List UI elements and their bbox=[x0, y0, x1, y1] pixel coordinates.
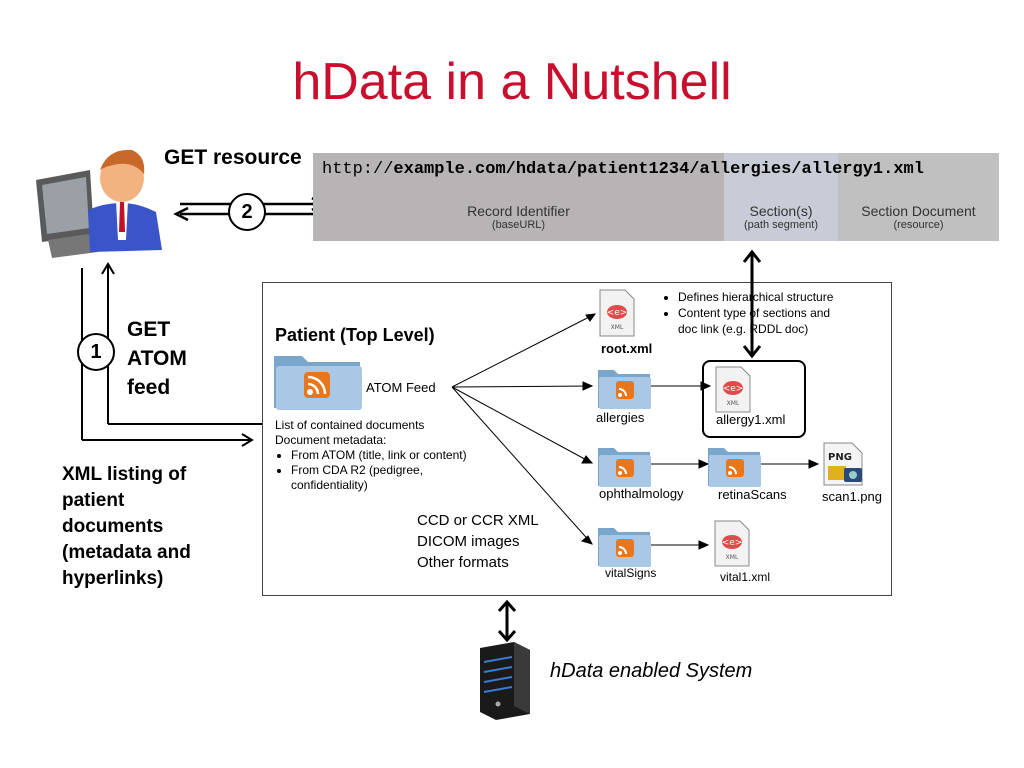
contained-bullet-2: From CDA R2 (pedigree, bbox=[291, 463, 467, 478]
format-2: DICOM images bbox=[417, 533, 520, 550]
xml-file-icon: <e> XML bbox=[715, 366, 751, 413]
svg-text:<e>: <e> bbox=[723, 384, 744, 394]
hdata-structure-panel bbox=[262, 282, 892, 596]
svg-text:<e>: <e> bbox=[607, 308, 628, 318]
folder-rss-icon bbox=[708, 448, 761, 487]
root-xml-label: root.xml bbox=[601, 341, 653, 356]
get-atom-line-3: feed bbox=[127, 376, 171, 399]
contained-bullet-1: From ATOM (title, link or content) bbox=[291, 448, 467, 463]
get-atom-line-2: ATOM bbox=[127, 347, 187, 370]
contained-line-2: Document metadata: bbox=[275, 433, 387, 447]
root-bullet-3: doc link (e.g. RDDL doc) bbox=[678, 322, 809, 336]
scan1-png-label: scan1.png bbox=[822, 489, 882, 504]
folder-rss-icon bbox=[598, 370, 651, 409]
record-identifier-caption: Record Identifier (baseURL) bbox=[313, 203, 724, 231]
section-mapping-arrow bbox=[742, 249, 762, 359]
svg-text:XML: XML bbox=[726, 554, 739, 561]
server-icon bbox=[480, 642, 530, 720]
allergies-label: allergies bbox=[596, 410, 645, 425]
folder-rss-icon bbox=[274, 356, 362, 410]
system-link-arrow bbox=[497, 599, 517, 643]
record-identifier-sub: (baseURL) bbox=[491, 219, 546, 231]
record-identifier-label: Record Identifier bbox=[467, 203, 570, 219]
formats-list: CCD or CCR XML DICOM images Other format… bbox=[417, 510, 539, 573]
url-section-segment bbox=[724, 153, 838, 241]
url-section: /allergies/ bbox=[689, 160, 802, 179]
png-file-icon: PNG bbox=[823, 442, 863, 486]
vital1-xml-label: vital1.xml bbox=[720, 570, 771, 584]
get-atom-feed-label: GET ATOM feed bbox=[127, 315, 187, 402]
xml-listing-line-5: hyperlinks) bbox=[62, 568, 164, 589]
root-bullet-2: Content type of sections and bbox=[678, 305, 872, 321]
vital-signs-label: vitalSigns bbox=[605, 566, 657, 580]
section-document-caption: Section Document (resource) bbox=[838, 203, 999, 231]
svg-text:XML: XML bbox=[611, 324, 624, 331]
get-atom-line-1: GET bbox=[127, 318, 171, 341]
step-1-badge: 1 bbox=[77, 333, 115, 371]
page-title: hData in a Nutshell bbox=[292, 53, 732, 111]
url-doc: allergy1.xml bbox=[801, 160, 924, 179]
url-prefix: http:// bbox=[322, 160, 394, 179]
contained-line-1: List of contained documents bbox=[275, 418, 425, 432]
contained-bullet-3: confidentiality) bbox=[291, 478, 368, 492]
contained-documents-text: List of contained documents Document met… bbox=[275, 418, 467, 493]
section-label: Section(s) bbox=[749, 203, 813, 219]
patient-top-level-label: Patient (Top Level) bbox=[275, 325, 435, 345]
retina-scans-label: retinaScans bbox=[718, 487, 787, 502]
xml-file-icon: <e> XML bbox=[714, 520, 750, 567]
svg-text:<e>: <e> bbox=[722, 538, 743, 548]
url-base: example.com/hdata/patient1234 bbox=[393, 160, 690, 179]
section-sub: (path segment) bbox=[744, 219, 818, 231]
xml-listing-line-1: XML listing of bbox=[62, 464, 187, 485]
format-3: Other formats bbox=[417, 554, 509, 571]
svg-text:XML: XML bbox=[727, 400, 740, 407]
xml-listing-label: XML listing of patient documents (metada… bbox=[62, 462, 191, 592]
xml-listing-line-2: patient bbox=[62, 490, 125, 511]
example-url: http://example.com/hdata/patient1234/all… bbox=[322, 160, 924, 179]
url-document-segment bbox=[838, 153, 999, 241]
svg-text:PNG: PNG bbox=[828, 452, 852, 463]
hdata-system-label: hData enabled System bbox=[550, 660, 753, 682]
root-xml-notes: Defines hierarchical structure Content t… bbox=[662, 289, 872, 337]
allergy1-xml-label: allergy1.xml bbox=[716, 412, 786, 427]
xml-file-icon: <e> XML bbox=[599, 289, 635, 337]
folder-rss-icon bbox=[598, 528, 651, 567]
allergy-document-highlight bbox=[702, 360, 806, 438]
section-caption: Section(s) (path segment) bbox=[724, 203, 838, 231]
ophthalmology-label: ophthalmology bbox=[599, 486, 684, 501]
folder-rss-icon bbox=[598, 448, 651, 487]
section-document-sub: (resource) bbox=[893, 219, 944, 231]
atom-feed-label: ATOM Feed bbox=[366, 380, 436, 395]
user-at-computer-icon bbox=[36, 149, 162, 258]
step-2-badge: 2 bbox=[228, 193, 266, 231]
root-bullet-1: Defines hierarchical structure bbox=[678, 289, 872, 305]
xml-listing-line-3: documents bbox=[62, 516, 164, 537]
xml-listing-line-4: (metadata and bbox=[62, 542, 191, 563]
format-1: CCD or CCR XML bbox=[417, 512, 539, 529]
section-document-label: Section Document bbox=[861, 203, 976, 219]
get-resource-label: GET resource bbox=[164, 146, 302, 169]
